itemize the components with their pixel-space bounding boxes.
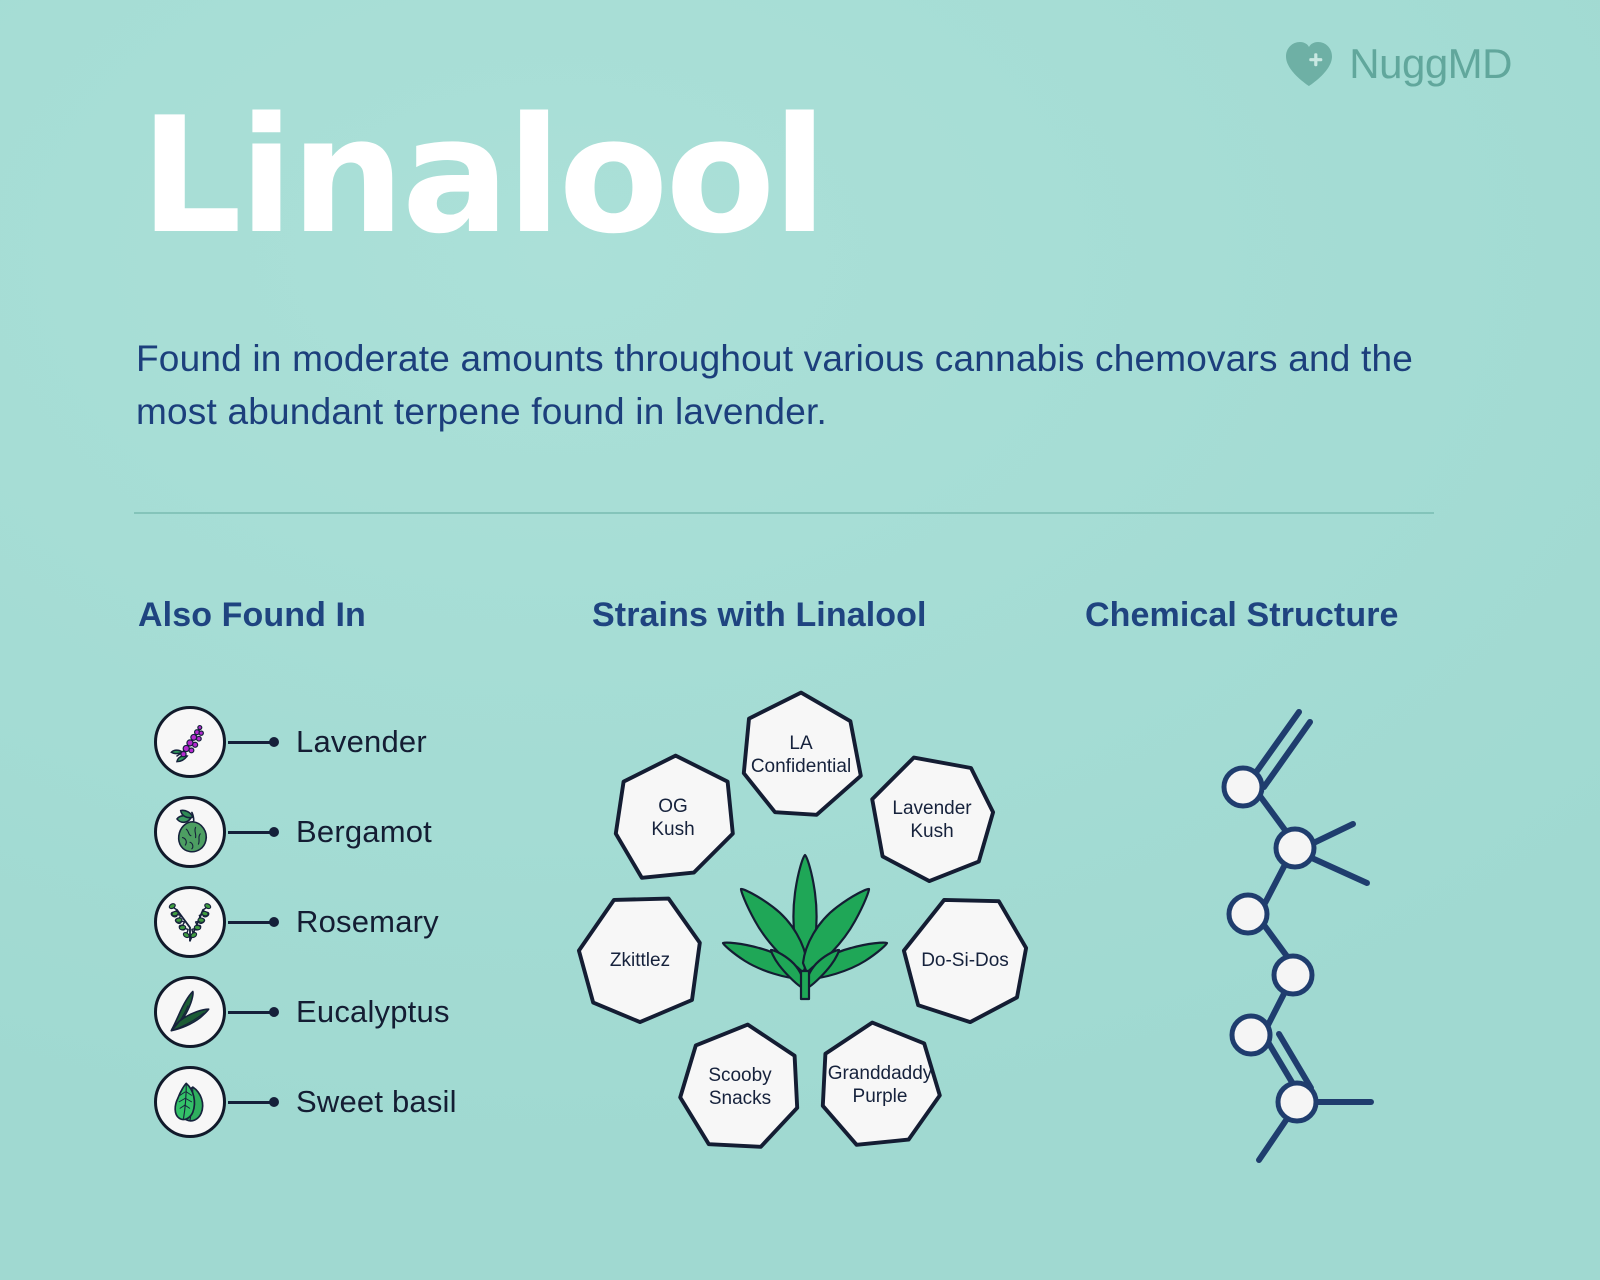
also-found-in-list: Lavender [154, 697, 457, 1147]
strain-label: Scooby Snacks [708, 1064, 772, 1109]
strain-label: Do-Si-Dos [921, 950, 1009, 972]
list-item[interactable]: Sweet basil [154, 1057, 457, 1147]
strain-label: OG Kush [651, 795, 695, 840]
list-item[interactable]: Lavender [154, 697, 457, 787]
connector-line [228, 1007, 279, 1017]
brand-logo[interactable]: NuggMD [1283, 38, 1512, 90]
strain-hexagon[interactable]: Zkittlez [575, 896, 705, 1026]
cannabis-leaf-icon [715, 853, 895, 1003]
list-item-label: Eucalyptus [296, 994, 450, 1029]
chem-atom [1221, 765, 1265, 809]
connector-line [228, 1097, 279, 1107]
heading-also-found-in: Also Found In [138, 596, 366, 634]
strain-label: Lavender Kush [892, 797, 972, 842]
chem-atom [1273, 826, 1317, 870]
list-item-label: Sweet basil [296, 1084, 457, 1119]
page-title: Linalool [140, 82, 827, 269]
heading-strains: Strains with Linalool [592, 596, 927, 634]
connector-line [228, 827, 279, 837]
list-item[interactable]: Eucalyptus [154, 967, 457, 1057]
rosemary-sprig-icon [154, 886, 226, 958]
chem-atom [1229, 1013, 1273, 1057]
connector-line [228, 737, 279, 747]
lavender-sprig-icon [154, 706, 226, 778]
heart-plus-icon [1283, 38, 1335, 90]
chem-atom [1226, 892, 1270, 936]
list-item-label: Bergamot [296, 814, 432, 849]
strain-hexagon[interactable]: Do-Si-Dos [900, 896, 1030, 1026]
brand-name: NuggMD [1349, 40, 1512, 87]
strain-hexagon[interactable]: OG Kush [608, 753, 738, 883]
list-item[interactable]: Bergamot [154, 787, 457, 877]
bergamot-fruit-icon [154, 796, 226, 868]
chem-atom [1275, 1080, 1319, 1124]
strain-label: Granddaddy Purple [827, 1062, 933, 1107]
strain-label: LA Confidential [750, 732, 852, 777]
connector-line [228, 917, 279, 927]
list-item-label: Rosemary [296, 904, 439, 939]
list-item[interactable]: Rosemary [154, 877, 457, 967]
eucalyptus-leaves-icon [154, 976, 226, 1048]
strain-hexagon[interactable]: LA Confidential [736, 690, 866, 820]
list-item-label: Lavender [296, 724, 427, 759]
chem-atom [1271, 953, 1315, 997]
strain-wheel: LA Confidential Lavender Kush Do-Si-Dos [570, 690, 1040, 1150]
strain-hexagon[interactable]: Lavender Kush [867, 755, 997, 885]
strain-label: Zkittlez [609, 950, 671, 972]
section-divider [134, 512, 1434, 514]
page-subtitle: Found in moderate amounts throughout var… [136, 338, 1414, 432]
heading-chemical-structure: Chemical Structure [1085, 596, 1399, 634]
chemical-structure-diagram [1185, 690, 1400, 1170]
basil-leaves-icon [154, 1066, 226, 1138]
strain-hexagon[interactable]: Scooby Snacks [675, 1022, 805, 1152]
strain-hexagon[interactable]: Granddaddy Purple [815, 1020, 945, 1150]
